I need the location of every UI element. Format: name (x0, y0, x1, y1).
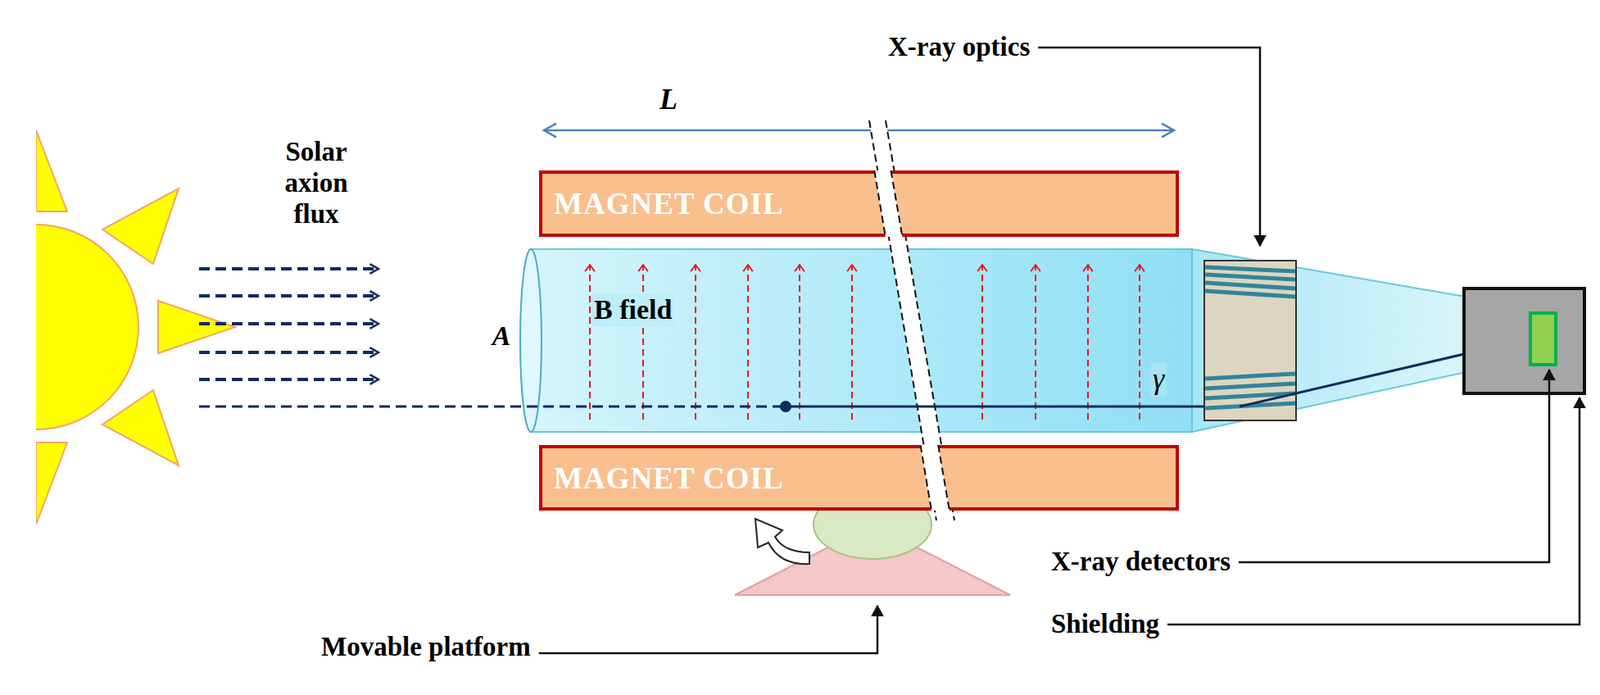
leader-line (539, 605, 878, 653)
area-label: A (492, 319, 512, 352)
field-label: B field (591, 293, 675, 326)
platform-label: Movable platform (321, 631, 531, 663)
sun (36, 130, 236, 525)
leader-line (1238, 369, 1550, 563)
shielding-box (1464, 288, 1585, 394)
magnet-coil: MAGNET COIL (539, 444, 1179, 511)
xray-detector (1530, 312, 1556, 365)
axion-path (199, 405, 781, 408)
length-label: L (659, 82, 678, 117)
bore-aperture (520, 249, 542, 432)
detector-label: X-ray detectors (1051, 546, 1231, 578)
coil-label: MAGNET COIL (542, 185, 796, 222)
axion-flux-arrows (199, 268, 379, 380)
conversion-point (779, 400, 792, 413)
magnet-coil: MAGNET COIL (539, 170, 1179, 237)
b-field-arrows (589, 264, 1140, 420)
length-dimension (543, 129, 1174, 132)
leader-line (1167, 397, 1580, 625)
optics-label: X-ray optics (888, 31, 1030, 64)
shielding-label: Shielding (1051, 608, 1160, 640)
magnet-bore (530, 249, 1193, 432)
rotation-arrow (755, 518, 810, 564)
photon-symbol: γ (1150, 362, 1167, 396)
photon-ray (785, 405, 1240, 408)
coil-label: MAGNET COIL (542, 460, 796, 496)
flux-label: Solar axion flux (262, 136, 370, 231)
